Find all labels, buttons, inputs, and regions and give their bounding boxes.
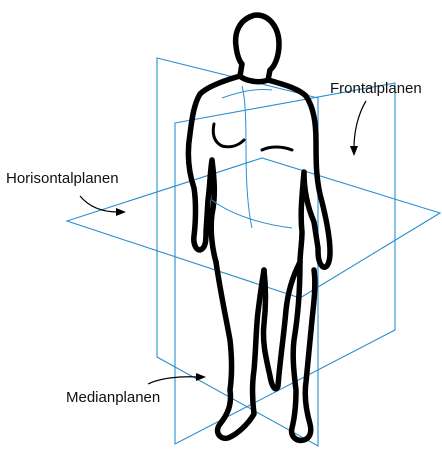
horizontal-plane [67,158,440,298]
horizontal-leader-arrow [80,196,118,212]
left-shoulder-arm [188,76,240,262]
torso-guide-2 [212,200,292,228]
chest-line [213,124,244,147]
torso-guide [242,86,252,228]
right-shoulder-arm [268,80,330,267]
frontal-arrowhead [350,146,358,156]
median-arrowhead [196,373,206,381]
frontal-leader-arrow [354,101,366,148]
right-leg [292,262,315,440]
chest-line-right [262,147,292,150]
median-plane-label: Medianplanen [66,389,160,406]
human-figure [188,15,330,440]
torso-guide-3 [222,89,272,98]
median-leader-arrow [148,377,198,384]
frontal-plane [175,83,395,444]
horizontal-plane-label: Horisontalplanen [6,170,119,187]
frontal-plane-label: Frontalplanen [330,80,422,97]
horizontal-arrowhead [116,208,126,216]
head-outline [236,15,279,82]
